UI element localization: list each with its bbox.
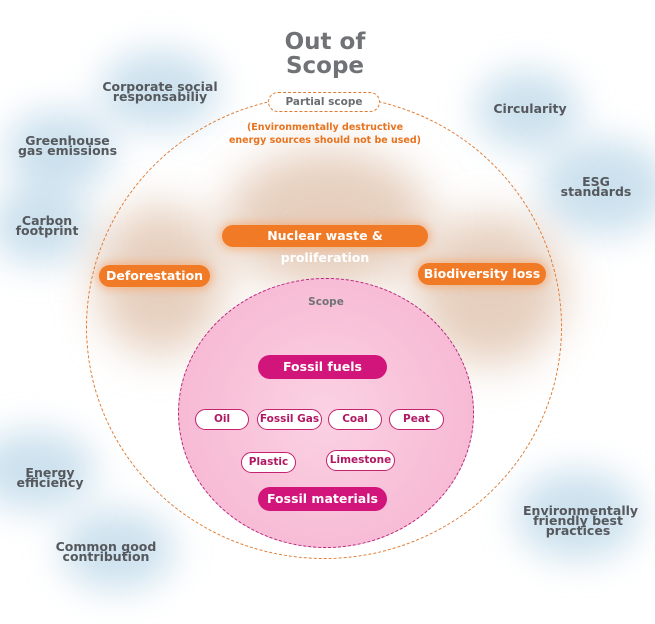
label-circularity: Circularity bbox=[493, 101, 567, 116]
pill-coal: Coal bbox=[328, 409, 382, 430]
diagram-title: Out of Scope bbox=[284, 29, 366, 79]
pill-fossil-materials: Fossil materials bbox=[258, 487, 387, 511]
scope-label: Scope bbox=[308, 296, 344, 308]
pill-peat: Peat bbox=[389, 409, 444, 430]
blob-ghg bbox=[5, 110, 115, 190]
pill-plastic: Plastic bbox=[241, 452, 296, 473]
label-common-good: Common good contribution bbox=[55, 539, 157, 564]
label-energy: Energy efficiency bbox=[16, 465, 84, 490]
partial-scope-note: (Environmentally destructive energy sour… bbox=[228, 122, 422, 146]
blob-energy bbox=[0, 430, 95, 510]
partial-scope-badge: Partial scope bbox=[268, 92, 380, 112]
pill-biodiversity-loss: Biodiversity loss bbox=[418, 263, 546, 285]
pill-limestone: Limestone bbox=[326, 450, 395, 471]
pill-deforestation: Deforestation bbox=[99, 265, 210, 287]
blob-best-practices bbox=[515, 470, 640, 560]
label-ghg: Greenhouse gas emissions bbox=[17, 133, 118, 158]
blob-carbon bbox=[0, 185, 90, 265]
blob-circularity bbox=[475, 70, 580, 150]
label-csr: Corporate social responsabiliy bbox=[102, 79, 218, 104]
blob-csr bbox=[100, 50, 220, 130]
pill-fossil-gas: Fossil Gas bbox=[257, 409, 322, 430]
blob-esg bbox=[540, 140, 655, 235]
blob-common-good bbox=[60, 510, 175, 590]
label-carbon: Carbon footprint bbox=[15, 213, 79, 238]
pill-nuclear-waste: Nuclear waste & proliferation bbox=[222, 225, 428, 265]
pill-fossil-fuels: Fossil fuels bbox=[258, 355, 387, 379]
label-esg: ESG standards bbox=[560, 174, 632, 199]
label-best-practices: Environmentally friendly best practices bbox=[523, 503, 639, 538]
pill-oil: Oil bbox=[195, 409, 249, 430]
